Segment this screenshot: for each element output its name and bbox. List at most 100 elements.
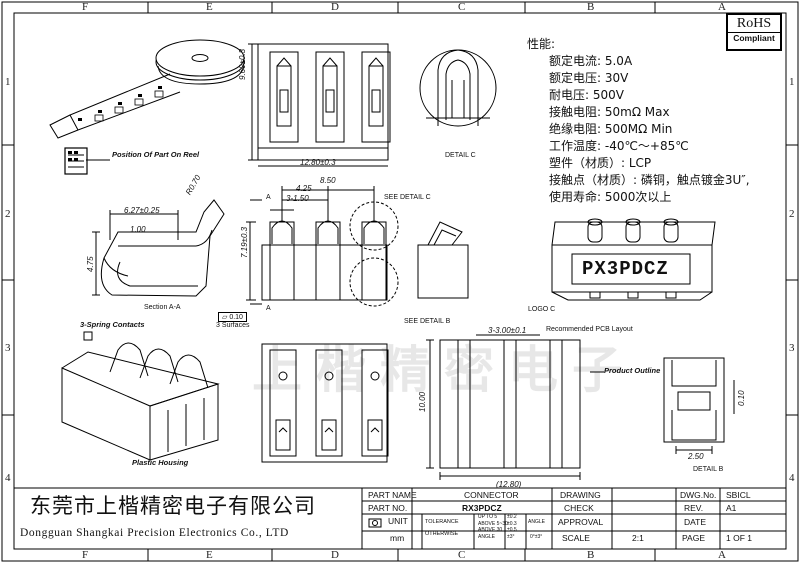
zone-label-right-1: 1: [789, 76, 795, 88]
zone-label-left-4: 4: [5, 472, 11, 484]
dim-719: 7.19±0.3: [240, 226, 249, 258]
part-no-label: PART NO.: [368, 503, 408, 513]
scale-label: SCALE: [562, 533, 590, 543]
rev-label: REV.: [684, 503, 704, 513]
company-name-en: Dongguan Shangkai Precision Electronics …: [20, 527, 289, 539]
detail-c-label: DETAIL C: [445, 152, 476, 159]
zone-label-top-b: B: [587, 1, 595, 13]
part-marking: PX3PDCZ: [582, 258, 669, 280]
rohs-subtitle: Compliant: [728, 32, 780, 44]
zone-label-top-f: F: [82, 1, 89, 13]
spec-line: 塑件（材质）: LCP: [549, 156, 652, 170]
rohs-badge: RoHS Compliant: [726, 13, 782, 51]
zone-label-bottom-f: F: [82, 549, 89, 561]
pcb-layout-label: Recommended PCB Layout: [546, 326, 633, 333]
dim-detail-b-height: 0.10: [737, 390, 746, 406]
spring-contacts-label: 3-Spring Contacts: [80, 320, 145, 329]
surfaces-label: 3 Surfaces: [216, 322, 250, 329]
tol-values: ±0.2 ±0.3 ±0.5 ±3°: [507, 514, 517, 540]
zone-label-top-a: A: [718, 1, 726, 13]
spec-heading: 性能:: [527, 37, 556, 51]
tol-row: ABOVE 5~30: [478, 520, 508, 527]
zone-label-left-2: 2: [5, 208, 11, 220]
spec-line: 耐电压: 500V: [549, 88, 624, 102]
part-name-label: PART NAME: [368, 490, 417, 500]
flatness-box: ⏥ 0.10: [218, 312, 247, 322]
tol-value: ±3°: [507, 533, 515, 540]
tol-value: ±0.3: [507, 520, 517, 527]
spec-line: 工作温度: -40℃～+85℃: [549, 139, 689, 153]
spec-line: 接触电阻: 50mΩ Max: [549, 105, 670, 119]
angle-value: 0°±3°: [530, 534, 543, 540]
unit-value: mm: [390, 533, 405, 543]
tolerance-label: TOLERANCE: [425, 519, 459, 525]
section-mark-a-bottom: A: [266, 305, 271, 312]
otherwise-label: OTHERWISE: [425, 531, 459, 537]
tol-row: ABOVE 30: [478, 527, 503, 533]
tol-value: ±0.5: [507, 527, 517, 533]
zone-label-left-1: 1: [5, 76, 11, 88]
zone-label-top-c: C: [458, 1, 466, 13]
plastic-housing-label: Plastic Housing: [132, 458, 189, 467]
scale-value: 2:1: [632, 533, 644, 543]
dwg-no-label: DWG.No.: [680, 490, 717, 500]
dim-width-top: 12.80±0.3: [300, 158, 336, 167]
spec-line: 接触点（材质）: 磷铜，触点镀金3U″,: [549, 173, 750, 187]
see-detail-c-label: SEE DETAIL C: [384, 194, 431, 201]
dim-627: 6.27±0.25: [124, 206, 160, 215]
company-name-cn: 东莞市上楷精密电子有限公司: [30, 494, 316, 518]
rohs-title: RoHS: [736, 16, 772, 31]
spec-line: 使用寿命: 5000次以上: [549, 190, 672, 204]
tol-row: ANGLE: [478, 533, 495, 540]
zone-label-left-3: 3: [5, 342, 11, 354]
section-mark-a-top: A: [266, 194, 271, 201]
tol-value: ±0.2: [507, 514, 517, 520]
zone-label-top-e: E: [206, 1, 213, 13]
zone-label-bottom-c: C: [458, 549, 466, 561]
spec-line: 额定电压: 30V: [549, 71, 629, 85]
product-outline-label: Product Outline: [604, 366, 661, 375]
zone-label-right-2: 2: [789, 208, 795, 220]
spec-block: 性能: 额定电流: 5.0A 额定电压: 30V 耐电压: 500V 接触电阻:…: [527, 35, 767, 205]
zone-label-right-4: 4: [789, 472, 795, 484]
zone-label-bottom-b: B: [587, 549, 595, 561]
spec-line: 额定电流: 5.0A: [549, 54, 633, 68]
dim-height-top: 9.60±0.3: [238, 48, 247, 80]
dim-475: 4.75: [86, 256, 95, 272]
dim-425: 4.25: [296, 184, 312, 193]
dwg-no-value: SBICL: [726, 490, 751, 500]
unit-label: UNIT: [388, 516, 408, 526]
part-no-value: RX3PDCZ: [462, 503, 502, 513]
date-label: DATE: [684, 517, 707, 527]
logo-label: LOGO C: [528, 306, 556, 313]
zone-label-bottom-a: A: [718, 549, 726, 561]
dim-150: 3-1.50: [286, 194, 309, 203]
section-label: Section A-A: [144, 304, 181, 311]
dim-pcb-width: (12.80): [496, 480, 522, 489]
reel-label: Position Of Part On Reel: [112, 150, 200, 159]
dim-100: 1.00: [130, 225, 146, 234]
tol-rows: UP TO 5 ABOVE 5~30 ABOVE 30 ANGLE: [478, 514, 508, 540]
zone-label-right-3: 3: [789, 342, 795, 354]
spec-line: 绝缘电阻: 500MΩ Min: [549, 122, 673, 136]
rev-value: A1: [726, 503, 737, 513]
tol-row: UP TO 5: [478, 514, 498, 520]
page-value: 1 OF 1: [726, 533, 752, 543]
drawing-label: DRAWING: [560, 490, 601, 500]
dim-detail-b-width: 2.50: [688, 452, 704, 461]
page-label: PAGE: [682, 533, 705, 543]
approval-label: APPROVAL: [558, 517, 604, 527]
zone-label-bottom-d: D: [331, 549, 339, 561]
see-detail-b-label: SEE DETAIL B: [404, 318, 451, 325]
zone-label-bottom-e: E: [206, 549, 213, 561]
zone-label-top-d: D: [331, 1, 339, 13]
dim-pitch: 8.50: [320, 176, 336, 185]
flatness-value: 0.10: [229, 314, 243, 321]
dim-pcb-pitch: 3-3.00±0.1: [488, 326, 527, 335]
check-label: CHECK: [564, 503, 594, 513]
detail-b-label: DETAIL B: [693, 466, 724, 473]
part-name-value: CONNECTOR: [464, 490, 519, 500]
angle-label: ANGLE: [528, 519, 545, 525]
watermark: 上楷精密电子: [252, 341, 636, 399]
